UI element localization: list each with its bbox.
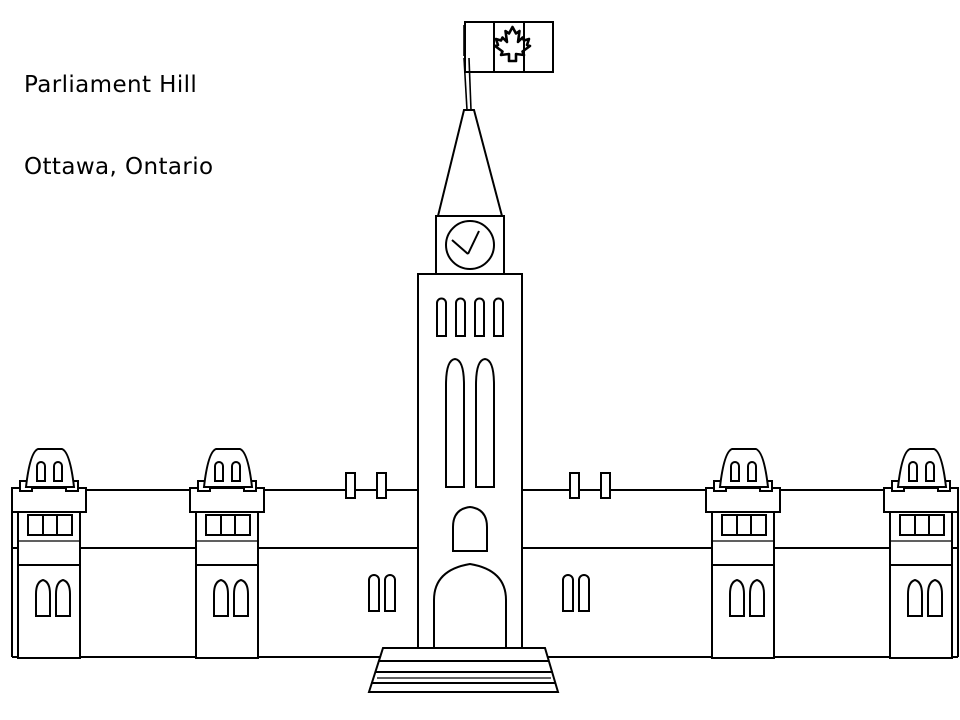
tower-upper-window-3	[474, 297, 485, 337]
flagpole-staff-right	[468, 57, 472, 111]
side-tower-3-roof	[718, 448, 770, 488]
side-tower-2	[189, 448, 265, 659]
side-tower-2-arch-window-right	[233, 578, 249, 617]
side-tower-4	[883, 448, 959, 659]
side-tower-1-dormer-left	[36, 461, 46, 482]
clock-face	[445, 220, 495, 270]
flag-body	[464, 21, 554, 73]
side-tower-3-dormer-right	[747, 461, 757, 482]
wing-roof-window-1	[345, 472, 356, 499]
wing-lower-window-4	[578, 574, 590, 612]
entrance-steps-group	[367, 647, 560, 693]
side-tower-3-dormer-left	[730, 461, 740, 482]
side-tower-2-roof	[202, 448, 254, 488]
side-tower-3-arch-window-left	[729, 578, 745, 617]
clock-housing-group	[435, 215, 505, 275]
clock-hand-short	[451, 239, 469, 255]
tower-doorway	[433, 562, 507, 649]
caption-line-location: Ottawa, Ontario	[24, 153, 214, 180]
steps-outline	[367, 647, 560, 693]
side-tower-2-dormer-left	[214, 461, 224, 482]
side-tower-3-window-band	[721, 514, 767, 536]
clock-hand-long	[467, 230, 480, 255]
tower-tall-window-right	[475, 357, 495, 488]
side-tower-2-arch-window-left	[213, 578, 229, 617]
side-tower-3	[705, 448, 781, 659]
side-tower-2-dormer-right	[231, 461, 241, 482]
side-tower-1-dormer-right	[53, 461, 63, 482]
flagpole-group	[463, 25, 472, 111]
wing-lower-window-3	[562, 574, 574, 612]
side-tower-1-roof	[24, 448, 76, 488]
tower-mid-window	[452, 505, 488, 552]
side-tower-2-window-band	[205, 514, 251, 536]
canadian-flag-group	[464, 21, 554, 73]
maple-leaf-icon	[493, 25, 532, 63]
wing-lower-window-1	[368, 574, 380, 612]
tower-tall-window-left	[445, 357, 465, 488]
side-tower-1-arch-window-right	[55, 578, 71, 617]
side-tower-4-dormer-left	[908, 461, 918, 482]
tower-shaft	[417, 273, 523, 649]
tower-upper-window-2	[455, 297, 466, 337]
side-tower-4-arch-window-right	[927, 578, 943, 617]
tower-upper-window-1	[436, 297, 447, 337]
side-tower-1	[11, 448, 87, 659]
wing-roof-window-3	[569, 472, 580, 499]
spire-cone	[436, 109, 504, 217]
spire-group	[436, 109, 504, 217]
wing-lower-window-2	[384, 574, 396, 612]
peace-tower-shaft-group	[417, 273, 523, 649]
wing-roof-window-4	[600, 472, 611, 499]
side-tower-1-arch-window-left	[35, 578, 51, 617]
side-tower-1-window-band	[27, 514, 73, 536]
side-tower-4-dormer-right	[925, 461, 935, 482]
side-tower-4-roof	[896, 448, 948, 488]
wing-roof-window-2	[376, 472, 387, 499]
side-tower-4-window-band	[899, 514, 945, 536]
caption-block: Parliament Hill Ottawa, Ontario	[24, 18, 213, 235]
caption-line-title: Parliament Hill	[24, 72, 198, 99]
side-tower-4-arch-window-left	[907, 578, 923, 617]
side-tower-3-arch-window-right	[749, 578, 765, 617]
flagpole-staff-left	[463, 57, 468, 111]
tower-upper-window-4	[493, 297, 504, 337]
